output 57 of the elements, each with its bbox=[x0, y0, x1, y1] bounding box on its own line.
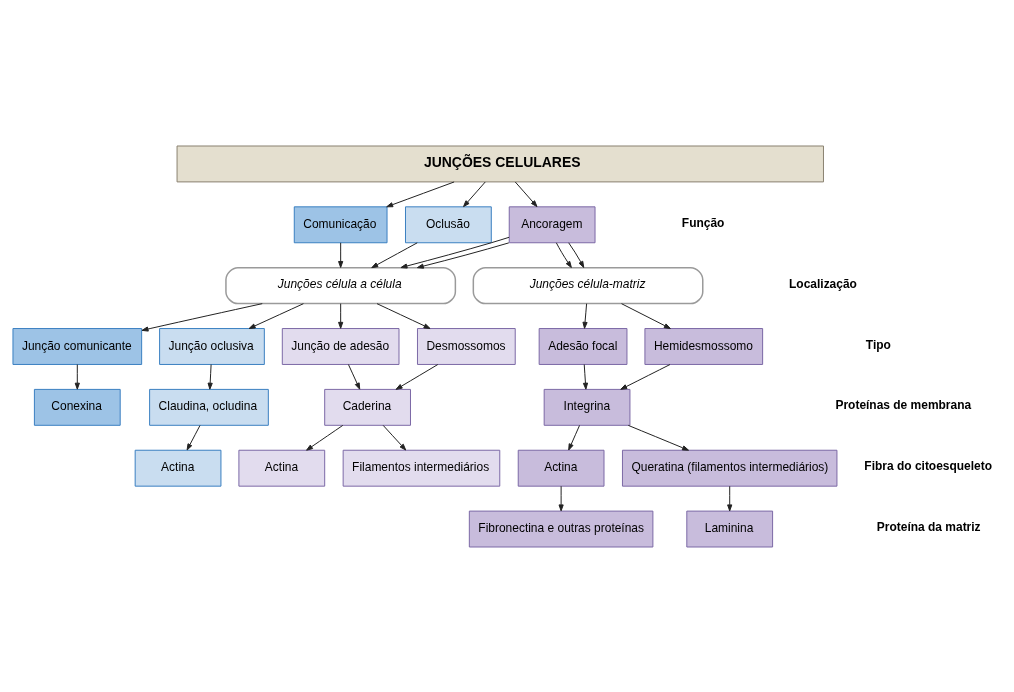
node-box: Comunicação bbox=[293, 205, 388, 243]
arrow bbox=[248, 302, 304, 329]
node-box: Junções célula a célula bbox=[225, 266, 457, 304]
node-box: Conexina bbox=[33, 388, 121, 426]
arrow bbox=[347, 363, 361, 390]
arrow bbox=[186, 424, 201, 450]
node-box: Caderina bbox=[324, 388, 411, 426]
label: Localização bbox=[789, 276, 857, 291]
arrow bbox=[558, 485, 564, 511]
node-box: Claudina, ocludina bbox=[149, 388, 269, 426]
arrow bbox=[514, 180, 538, 207]
node-box: Junção de adesão bbox=[281, 327, 400, 365]
arrow bbox=[568, 241, 585, 268]
arrow bbox=[463, 180, 486, 207]
arrow bbox=[727, 485, 733, 511]
arrow bbox=[416, 241, 510, 269]
arrow bbox=[386, 180, 455, 207]
node-box: Integrina bbox=[543, 388, 631, 426]
arrow bbox=[74, 363, 80, 390]
arrow bbox=[620, 363, 671, 390]
node-box: Desmossomos bbox=[416, 327, 516, 365]
label: Proteínas de membrana bbox=[835, 397, 972, 412]
node-box: Queratina (filamentos intermediários) bbox=[621, 449, 838, 487]
label: Tipo bbox=[865, 337, 891, 352]
node-box: Junções célula-matriz bbox=[472, 266, 704, 304]
node-box: Junção oclusiva bbox=[159, 327, 265, 365]
arrow bbox=[338, 302, 344, 329]
node-box: Filamentos intermediários bbox=[342, 449, 501, 487]
arrow bbox=[395, 363, 439, 390]
label: Fibra do citoesqueleto bbox=[864, 458, 993, 473]
node-box: Hemidesmossomo bbox=[644, 327, 764, 365]
node-box: Junção comunicante bbox=[12, 327, 143, 365]
arrow bbox=[338, 241, 344, 268]
node-box: Laminina bbox=[686, 510, 774, 547]
arrow bbox=[207, 363, 213, 390]
node-box: Actina bbox=[238, 449, 326, 487]
node-box: Oclusão bbox=[405, 205, 492, 243]
arrow bbox=[627, 424, 690, 451]
node-box: Adesão focal bbox=[538, 327, 628, 365]
arrow bbox=[582, 363, 589, 390]
arrow bbox=[306, 424, 344, 451]
arrow bbox=[400, 236, 510, 269]
node-box: Actina bbox=[134, 449, 222, 487]
label: Função bbox=[681, 215, 725, 230]
label: Proteína da matriz bbox=[876, 519, 981, 534]
arrow bbox=[382, 424, 407, 450]
arrow bbox=[621, 302, 671, 329]
node-box: Ancoragem bbox=[508, 205, 596, 243]
arrow bbox=[371, 241, 418, 268]
node-box: JUNÇÕES CELULARES bbox=[176, 145, 824, 182]
arrow bbox=[555, 241, 572, 268]
arrow bbox=[376, 302, 431, 329]
node-box: Actina bbox=[517, 449, 605, 487]
node-box: Fibronectina e outras proteínas bbox=[468, 510, 654, 547]
arrow bbox=[568, 424, 581, 450]
arrow bbox=[141, 302, 263, 332]
arrow bbox=[582, 302, 588, 329]
